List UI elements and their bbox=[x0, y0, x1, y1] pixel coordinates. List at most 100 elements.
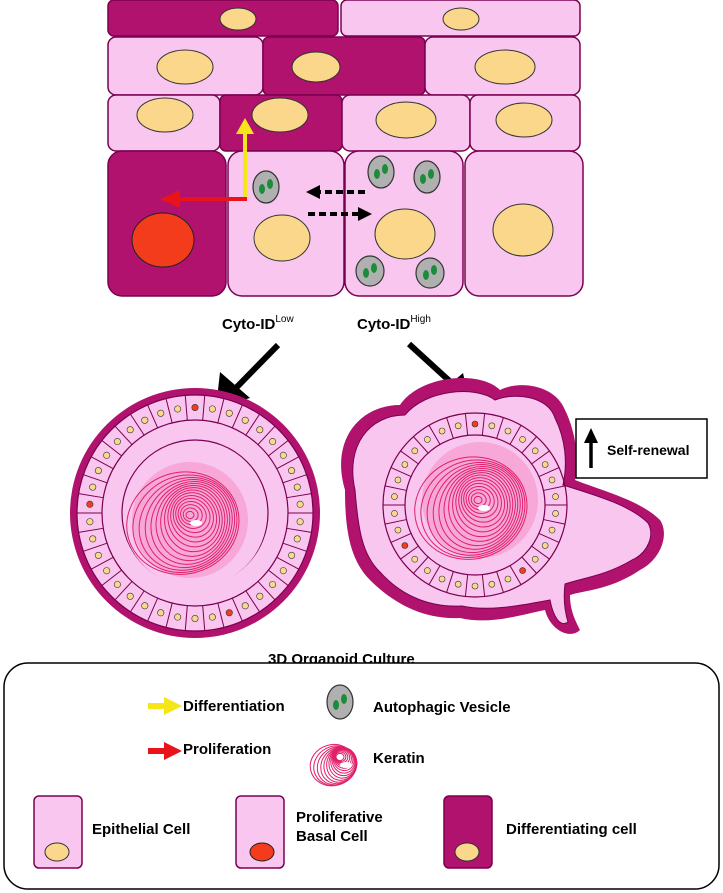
legend-box: Differentiation Proliferation Autophagic… bbox=[3, 662, 720, 890]
nucleus bbox=[208, 613, 216, 621]
legend-keratin: Keratin bbox=[373, 750, 425, 767]
legend-proliferation: Proliferation bbox=[183, 741, 271, 758]
keratin-strand bbox=[175, 497, 211, 534]
cell-wall bbox=[464, 574, 469, 597]
keratin-strand bbox=[177, 500, 207, 529]
nucleus bbox=[157, 409, 165, 417]
nucleus-proliferative bbox=[519, 567, 526, 574]
keratin-strand bbox=[426, 461, 524, 556]
nucleus bbox=[208, 405, 216, 413]
nucleus bbox=[488, 422, 496, 430]
keratin-strand bbox=[432, 464, 521, 554]
keratin-strand bbox=[460, 479, 502, 523]
exchange-arrow-right bbox=[308, 207, 372, 221]
legend-proliferation-arrow-icon bbox=[148, 742, 182, 760]
nucleus bbox=[442, 7, 480, 31]
keratin-center bbox=[190, 520, 202, 526]
nucleus bbox=[113, 580, 121, 588]
differentiation-arrow bbox=[236, 118, 254, 200]
cell-wall bbox=[390, 533, 412, 543]
cell-wall bbox=[114, 581, 133, 601]
cell-wall bbox=[231, 597, 243, 622]
nucleus bbox=[548, 476, 556, 484]
cell-differentiating bbox=[262, 36, 426, 96]
nucleus bbox=[269, 438, 277, 446]
legend-proliferative-basal-line2: Basal Cell bbox=[296, 828, 368, 845]
cell-wall bbox=[101, 569, 122, 586]
keratin-strand bbox=[155, 482, 228, 562]
nucleus bbox=[288, 467, 296, 475]
keratin-strand bbox=[160, 484, 226, 557]
keratin-strand bbox=[420, 459, 526, 558]
keratin-strand bbox=[172, 494, 214, 538]
nucleus-proliferative bbox=[471, 420, 479, 428]
keratin-strand bbox=[443, 467, 516, 547]
cell-wall bbox=[384, 485, 407, 491]
nucleus bbox=[296, 500, 304, 508]
cell-wall bbox=[543, 519, 566, 525]
cell-wall bbox=[428, 425, 441, 445]
keratin-strand bbox=[463, 482, 499, 519]
cell-wall bbox=[83, 542, 108, 552]
nucleus-proliferative bbox=[249, 842, 275, 862]
keratin-strand bbox=[468, 489, 491, 511]
nucleus bbox=[44, 842, 70, 862]
keratin-strand bbox=[470, 492, 487, 508]
nucleus bbox=[495, 102, 553, 138]
cell-wall bbox=[464, 413, 469, 436]
legend-proliferative-basal-line1: Proliferative bbox=[296, 809, 383, 826]
nucleus bbox=[471, 582, 479, 590]
nucleus bbox=[174, 613, 182, 621]
cell-wall bbox=[78, 527, 104, 533]
cell-wall bbox=[101, 440, 122, 457]
keratin-core bbox=[414, 442, 538, 560]
nucleus bbox=[394, 476, 402, 484]
nucleus bbox=[504, 427, 512, 435]
cell-wall bbox=[521, 556, 537, 574]
keratin-strand bbox=[132, 474, 238, 573]
keratin-strand bbox=[170, 492, 218, 543]
keratin-strand bbox=[185, 510, 195, 520]
cell-wall bbox=[531, 450, 550, 465]
nucleus bbox=[293, 483, 301, 491]
cell-wall bbox=[413, 556, 429, 574]
autophagic-vesicle-icon bbox=[413, 160, 441, 194]
cell-wall bbox=[521, 436, 537, 454]
cell-wall bbox=[245, 590, 260, 613]
nucleus bbox=[552, 510, 559, 517]
nucleus bbox=[103, 567, 111, 575]
nucleus bbox=[492, 203, 554, 257]
nucleus-proliferative bbox=[225, 609, 233, 617]
cell-wall bbox=[390, 467, 412, 477]
nucleus bbox=[531, 447, 539, 455]
nucleus bbox=[541, 461, 549, 468]
nucleus bbox=[279, 451, 287, 459]
cell-wall bbox=[384, 519, 407, 525]
legend-differentiating-cell: Differentiating cell bbox=[506, 821, 637, 838]
nucleus bbox=[438, 427, 446, 435]
nucleus bbox=[454, 580, 462, 588]
cell-wall bbox=[538, 533, 560, 543]
cell-wall bbox=[509, 425, 522, 445]
cell-wall bbox=[400, 545, 419, 560]
nucleus bbox=[191, 614, 199, 622]
exchange-arrow-left bbox=[306, 185, 365, 199]
nucleus bbox=[411, 555, 419, 563]
keratin-strand bbox=[335, 752, 345, 762]
nucleus bbox=[391, 493, 398, 500]
keratin-strand bbox=[150, 481, 231, 565]
cell-wall bbox=[202, 605, 206, 631]
cell-wall bbox=[268, 440, 289, 457]
legend-keratin-icon bbox=[309, 743, 358, 787]
cell-wall bbox=[90, 556, 114, 570]
nucleus bbox=[156, 49, 214, 85]
autophagic-vesicle-icon bbox=[252, 170, 280, 204]
cell-wall bbox=[276, 556, 300, 570]
self-renewal-label: Self-renewal bbox=[607, 442, 689, 458]
cell-wall bbox=[165, 603, 173, 628]
keratin-strand bbox=[180, 504, 203, 526]
nucleus-proliferative bbox=[401, 542, 409, 549]
cell-wall bbox=[286, 493, 312, 499]
nucleus bbox=[269, 580, 277, 588]
